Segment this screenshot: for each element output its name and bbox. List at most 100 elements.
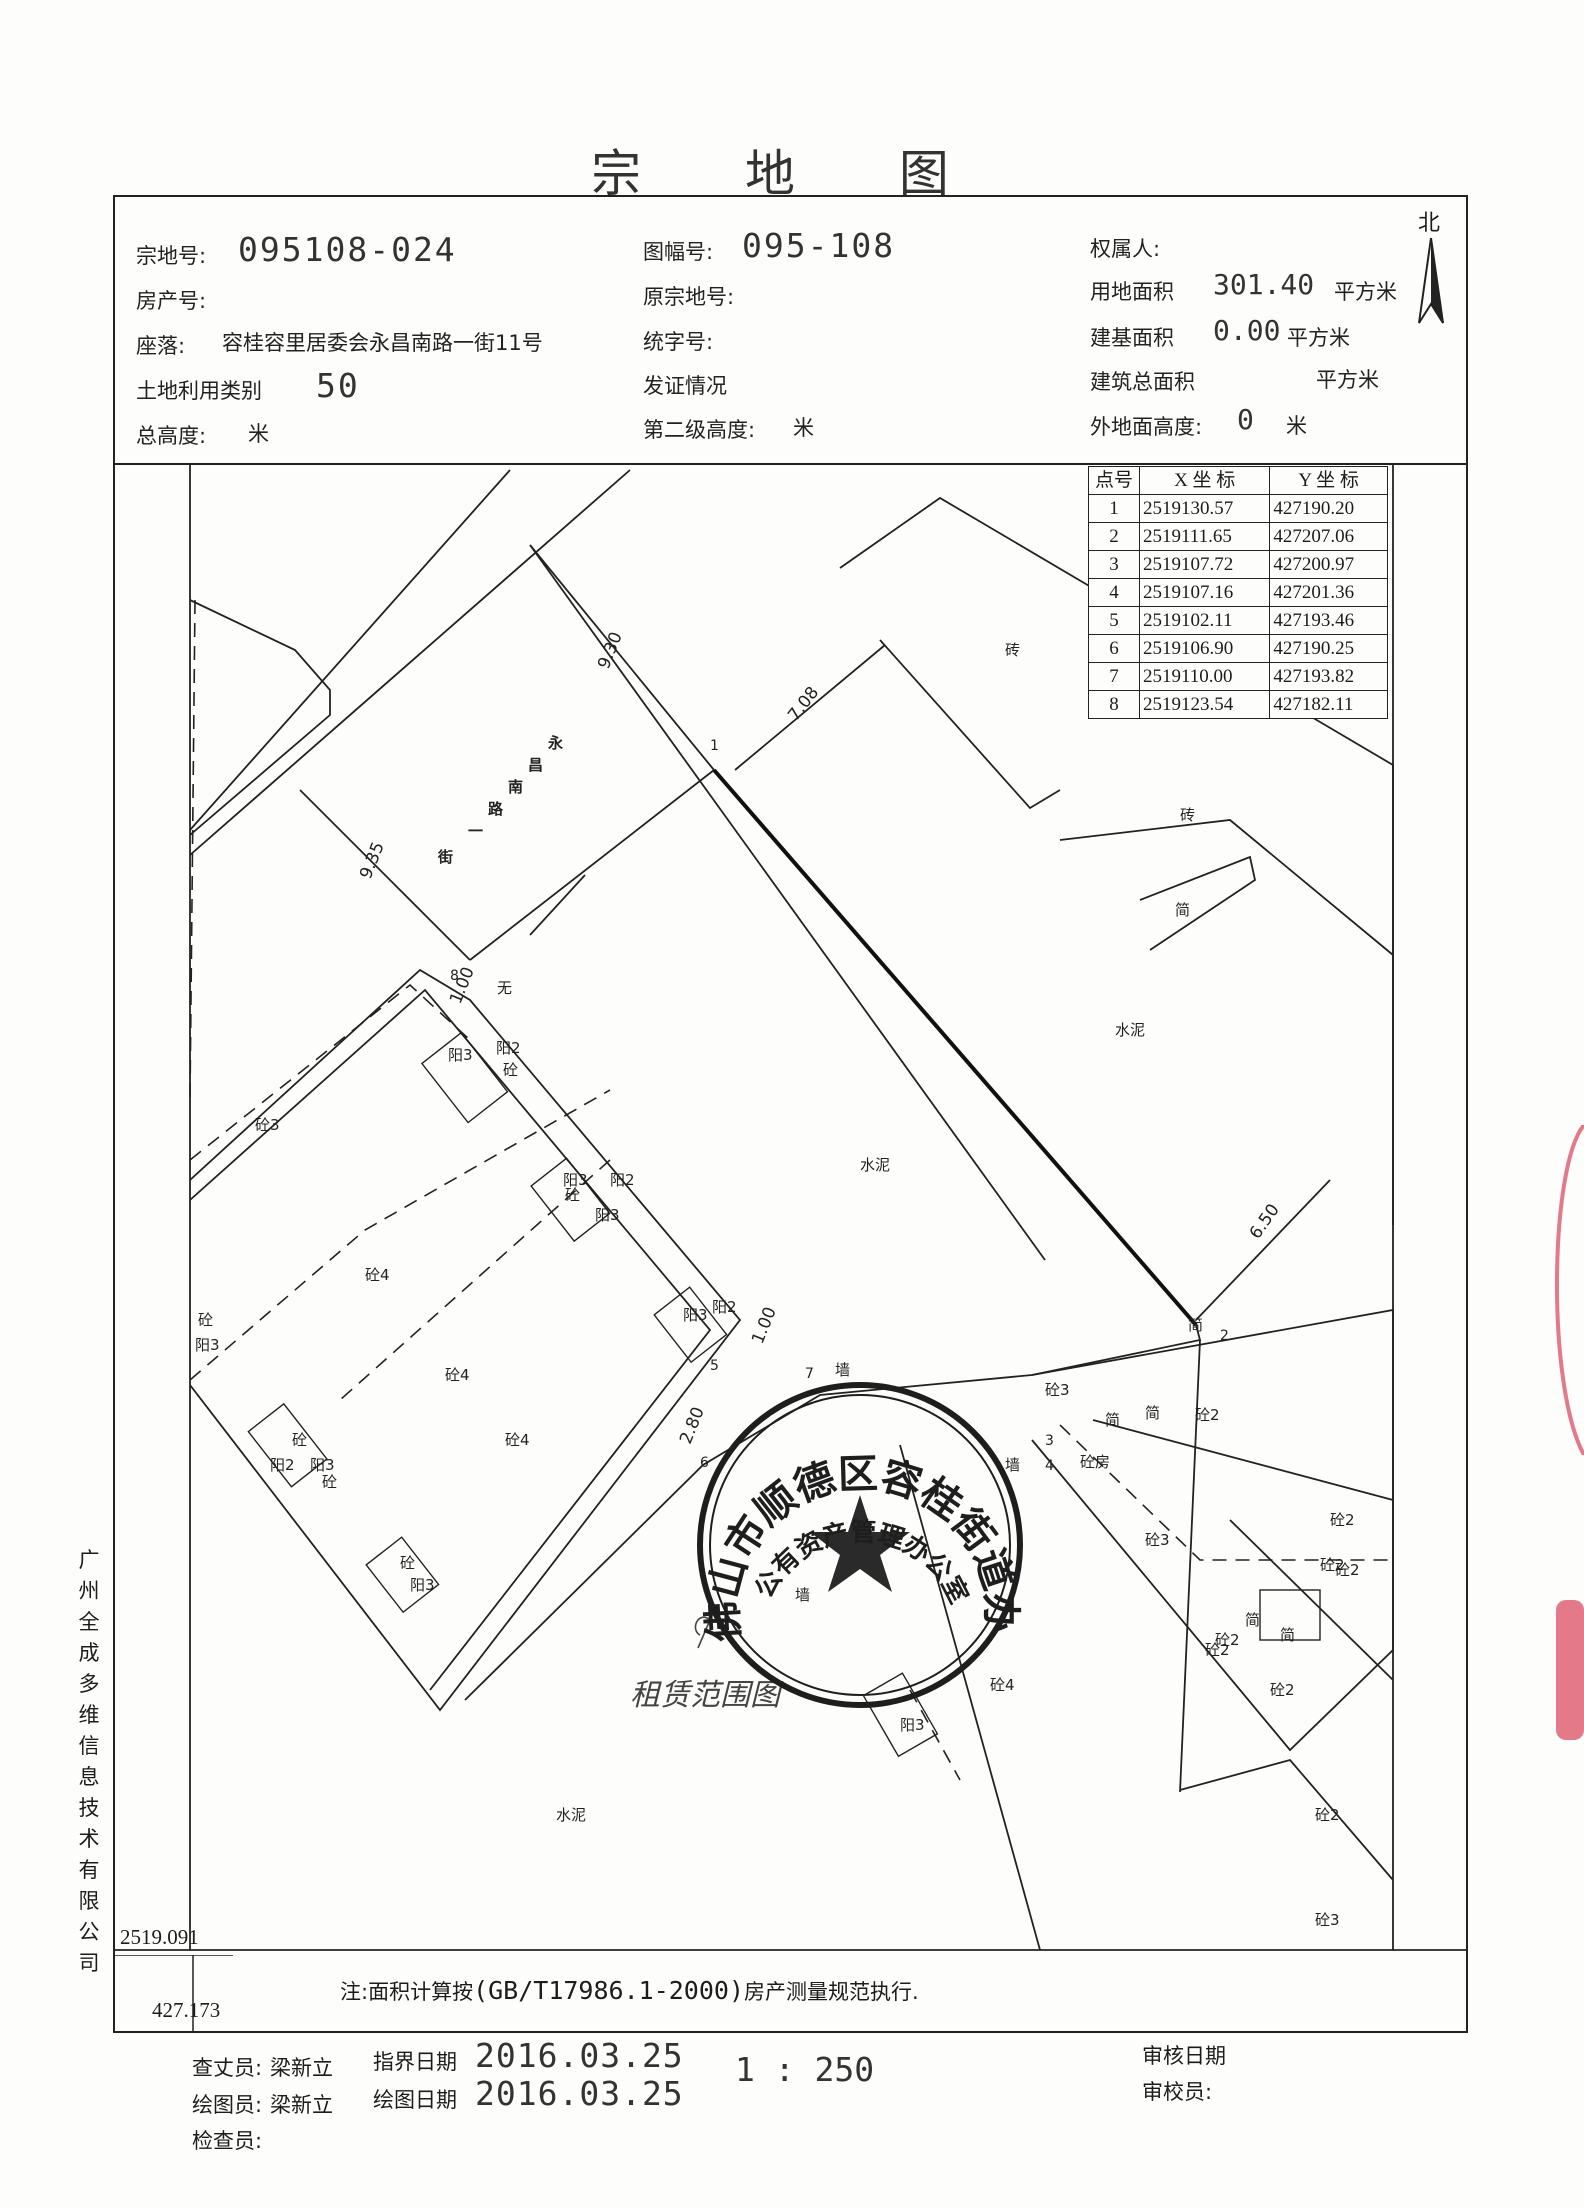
- cell: 427182.11: [1269, 690, 1388, 719]
- material-label: 阳2: [712, 1298, 737, 1316]
- material-label: 阳2: [496, 1039, 521, 1057]
- material-label: 水泥: [860, 1156, 890, 1174]
- material-label: 砼3: [1315, 1911, 1340, 1929]
- note-prefix: 注:面积计算按: [340, 1980, 474, 2004]
- surveyor-name: 梁新立: [270, 2056, 333, 2080]
- material-label: 简: [1188, 1316, 1203, 1334]
- material-label: 阳2: [610, 1171, 635, 1189]
- road-label: 一: [468, 822, 483, 840]
- orig-parcel-label: 原宗地号:: [643, 285, 735, 309]
- location-label: 座落:: [136, 334, 186, 358]
- cell: 427193.46: [1269, 606, 1388, 635]
- material-label: 简: [1280, 1626, 1295, 1644]
- point-label: 5: [710, 1358, 719, 1374]
- cell: 2519110.00: [1138, 662, 1271, 691]
- property-no-label: 房产号:: [136, 289, 207, 313]
- land-area-unit: 平方米: [1334, 280, 1397, 304]
- point-label: 3: [1045, 1433, 1054, 1449]
- outer-ground-label: 外地面高度:: [1090, 415, 1203, 439]
- material-label: 墙: [835, 1361, 850, 1379]
- drafter-name: 梁新立: [270, 2093, 333, 2117]
- material-label: 砼: [292, 1431, 307, 1449]
- material-label: 简: [1175, 901, 1190, 919]
- review-date-label: 审核日期: [1142, 2044, 1226, 2068]
- cell: 3: [1088, 550, 1140, 579]
- dim-label: 1.00: [748, 1304, 781, 1347]
- point-label: 6: [700, 1455, 709, 1471]
- point-label: 4: [1045, 1458, 1054, 1474]
- corner-x: 2519.091: [120, 1925, 199, 1949]
- material-label: 砼4: [505, 1431, 530, 1449]
- cell: 427200.97: [1269, 550, 1388, 579]
- material-label: 砼3: [1145, 1531, 1170, 1549]
- svg-text:佛山市顺德区容桂街道办事处: 佛山市顺德区容桂街道办事处: [0, 0, 1023, 1643]
- point-label: 1: [710, 738, 719, 754]
- total-height-label: 总高度:: [136, 424, 207, 448]
- north-arrow-icon: [1418, 238, 1444, 324]
- dim-label: 6.50: [1246, 1200, 1284, 1242]
- corner-divider: [113, 1955, 233, 2033]
- outer-ground-value: 0: [1237, 403, 1254, 436]
- handwritten-note: 租赁范围图: [630, 1678, 784, 1713]
- reviewer-label: 审校员:: [1142, 2080, 1213, 2104]
- second-height-label: 第二级高度:: [643, 418, 756, 442]
- cell: 2519130.57: [1138, 494, 1271, 523]
- map-scale: 1 : 250: [735, 2050, 875, 2089]
- road-label: 街: [437, 848, 453, 866]
- cell: 7: [1088, 662, 1140, 691]
- cell: 1: [1088, 494, 1140, 523]
- base-area-unit: 平方米: [1287, 326, 1350, 350]
- material-label: 水泥: [1115, 1021, 1145, 1039]
- surveyor-company: 广州全成多维信息技术有限公司: [78, 1548, 100, 1975]
- material-label: 砖: [1005, 641, 1020, 659]
- north-label: 北: [1418, 211, 1441, 236]
- col-header: 点号: [1088, 466, 1140, 495]
- land-use-value: 50: [316, 366, 360, 405]
- seal-outer-text: 佛山市顺德区容桂街道办事处: [0, 0, 1023, 1643]
- material-label: 砼2: [1270, 1681, 1295, 1699]
- material-label: 砼3: [1045, 1381, 1070, 1399]
- material-label: 砼3: [255, 1116, 280, 1134]
- material-label: 砖: [1180, 806, 1195, 824]
- land-area-label: 用地面积: [1090, 280, 1174, 304]
- material-label: 砼: [400, 1554, 415, 1572]
- location-value: 容桂容里居委会永昌南路一街11号: [222, 331, 543, 355]
- sheet-no-label: 图幅号:: [643, 240, 714, 264]
- cell: 2519107.16: [1138, 578, 1271, 607]
- note-standard: (GB/T17986.1-2000): [473, 1976, 745, 2005]
- col-header: X 坐 标: [1138, 466, 1271, 495]
- cell: 2: [1088, 522, 1140, 551]
- road-label: 南: [508, 778, 523, 796]
- map-frame: [113, 195, 1468, 2033]
- draw-date: 2016.03.25: [475, 2074, 684, 2113]
- material-label: 砼2: [1315, 1806, 1340, 1824]
- material-label: 阳3: [410, 1576, 435, 1594]
- land-area-value: 301.40: [1213, 268, 1315, 301]
- material-label: 砼2: [1205, 1641, 1230, 1659]
- material-label: 砼: [198, 1311, 213, 1329]
- material-label: 砼2: [1335, 1561, 1360, 1579]
- dim-label: 9.35: [356, 839, 389, 882]
- boundary-date: 2016.03.25: [475, 2036, 684, 2075]
- material-label: 砼: [322, 1473, 337, 1491]
- dim-label: 2.80: [676, 1404, 709, 1447]
- cell: 427201.36: [1269, 578, 1388, 607]
- red-mark: [1556, 1600, 1584, 1740]
- material-label: 砼: [565, 1186, 580, 1204]
- sheet-no: 095-108: [742, 226, 896, 265]
- material-label: 墙: [1005, 1456, 1020, 1474]
- land-use-label: 土地利用类别: [136, 379, 262, 403]
- cell: 427193.82: [1269, 662, 1388, 691]
- cell: 2519106.90: [1138, 634, 1271, 663]
- material-label: 砼4: [445, 1366, 470, 1384]
- draw-date-label: 绘图日期: [373, 2088, 457, 2112]
- dim-label: 7.08: [784, 683, 823, 725]
